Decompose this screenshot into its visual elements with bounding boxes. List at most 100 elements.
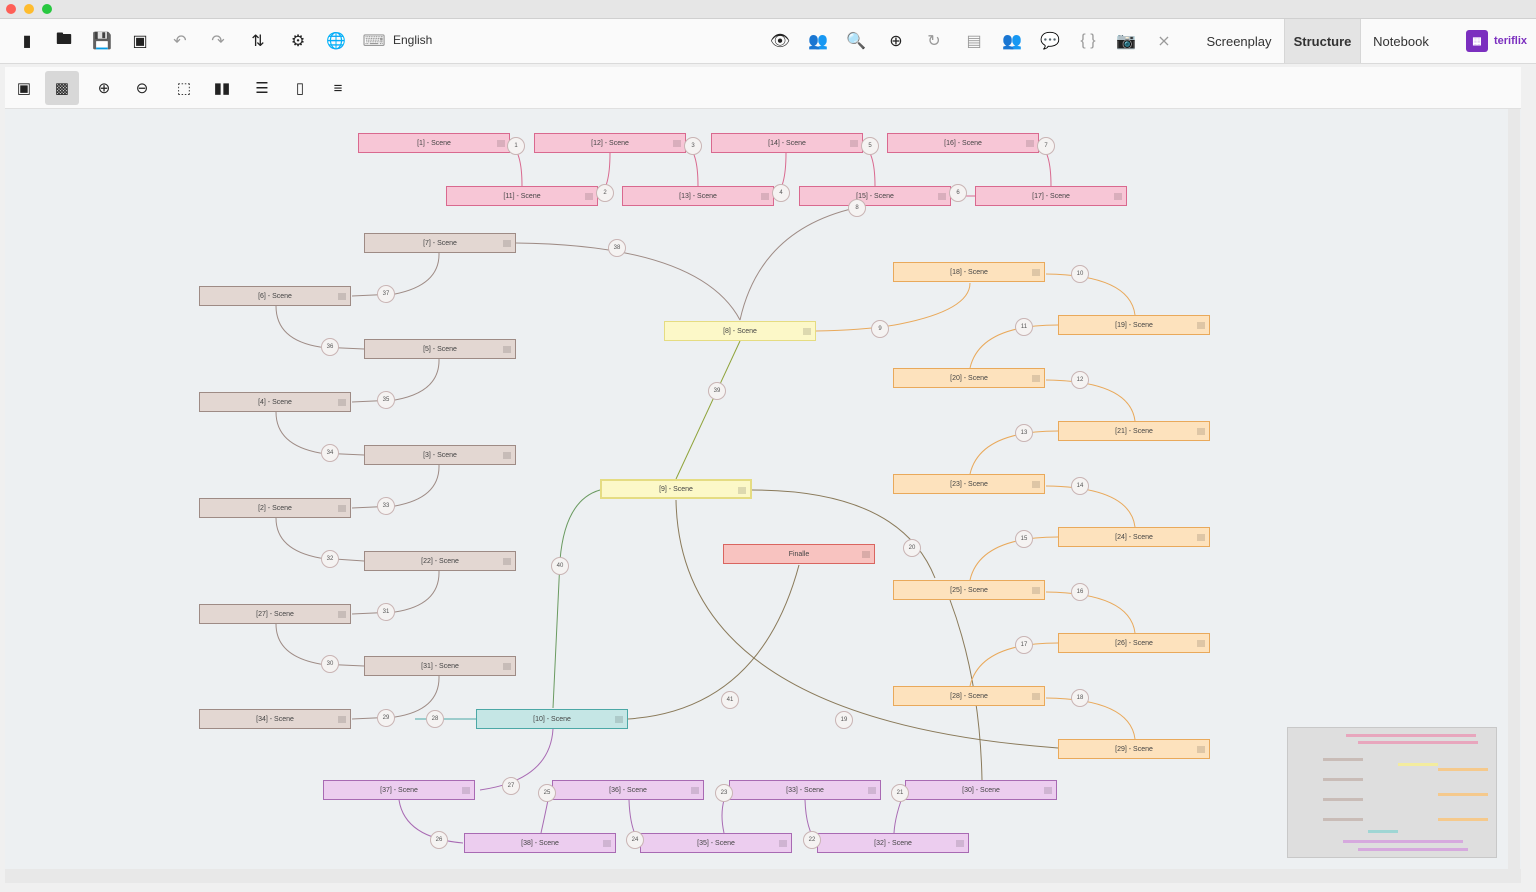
- scene-card[interactable]: [14] - Scene: [711, 133, 863, 153]
- scene-card[interactable]: Finalle: [723, 544, 875, 564]
- add-scene-icon[interactable]: ▣: [16, 80, 32, 97]
- drag-handle-icon[interactable]: [868, 787, 876, 794]
- scene-card[interactable]: [27] - Scene: [199, 604, 351, 624]
- drag-handle-icon[interactable]: [503, 346, 511, 353]
- drag-handle-icon[interactable]: [338, 716, 346, 723]
- drag-handle-icon[interactable]: [338, 399, 346, 406]
- scene-card[interactable]: [38] - Scene: [464, 833, 616, 853]
- link-number[interactable]: 30: [321, 655, 339, 673]
- globe-icon[interactable]: 🌐: [326, 33, 346, 50]
- add-circle-icon[interactable]: ⊕: [889, 33, 903, 50]
- drag-handle-icon[interactable]: [1197, 746, 1205, 753]
- people-icon[interactable]: 👥: [1002, 33, 1022, 50]
- link-number[interactable]: 11: [1015, 318, 1033, 336]
- scene-card[interactable]: [35] - Scene: [640, 833, 792, 853]
- scene-card[interactable]: [36] - Scene: [552, 780, 704, 800]
- drag-handle-icon[interactable]: [803, 328, 811, 335]
- drag-handle-icon[interactable]: [1032, 375, 1040, 382]
- scene-card[interactable]: [16] - Scene: [887, 133, 1039, 153]
- link-number[interactable]: 9: [871, 320, 889, 338]
- scene-card[interactable]: [37] - Scene: [323, 780, 475, 800]
- drag-handle-icon[interactable]: [779, 840, 787, 847]
- tab-notebook[interactable]: Notebook: [1373, 33, 1429, 49]
- scene-card[interactable]: [12] - Scene: [534, 133, 686, 153]
- scene-card[interactable]: [6] - Scene: [199, 286, 351, 306]
- drag-handle-icon[interactable]: [338, 505, 346, 512]
- scene-card[interactable]: [5] - Scene: [364, 339, 516, 359]
- link-number[interactable]: 28: [426, 710, 444, 728]
- link-number[interactable]: 24: [626, 831, 644, 849]
- scene-card[interactable]: [26] - Scene: [1058, 633, 1210, 653]
- scene-card[interactable]: [18] - Scene: [893, 262, 1045, 282]
- drag-handle-icon[interactable]: [497, 140, 505, 147]
- drag-handle-icon[interactable]: [503, 558, 511, 565]
- link-number[interactable]: 7: [1037, 137, 1055, 155]
- scene-card[interactable]: [25] - Scene: [893, 580, 1045, 600]
- link-number[interactable]: 20: [903, 539, 921, 557]
- search-icon[interactable]: 🔍: [846, 33, 866, 50]
- link-number[interactable]: 33: [377, 497, 395, 515]
- characters-icon[interactable]: 👥: [808, 33, 828, 50]
- link-number[interactable]: 37: [377, 285, 395, 303]
- scene-card[interactable]: [32] - Scene: [817, 833, 969, 853]
- link-number[interactable]: 32: [321, 550, 339, 568]
- drag-handle-icon[interactable]: [1026, 140, 1034, 147]
- drag-handle-icon[interactable]: [1044, 787, 1052, 794]
- vertical-scrollbar[interactable]: [1508, 109, 1520, 869]
- drag-handle-icon[interactable]: [691, 787, 699, 794]
- scene-card[interactable]: [29] - Scene: [1058, 739, 1210, 759]
- drag-handle-icon[interactable]: [1197, 534, 1205, 541]
- camera-icon[interactable]: 📷: [1116, 33, 1136, 50]
- link-number[interactable]: 10: [1071, 265, 1089, 283]
- link-number[interactable]: 40: [551, 557, 569, 575]
- zoom-in-icon[interactable]: ⊕: [97, 80, 111, 97]
- scene-card[interactable]: [4] - Scene: [199, 392, 351, 412]
- save-as-icon[interactable]: ▣: [132, 33, 148, 50]
- scene-card[interactable]: [30] - Scene: [905, 780, 1057, 800]
- shuffle-icon[interactable]: ⨯: [1157, 33, 1171, 50]
- link-number[interactable]: 39: [708, 382, 726, 400]
- select-all-icon[interactable]: ▩: [45, 71, 79, 105]
- scene-card[interactable]: [22] - Scene: [364, 551, 516, 571]
- drag-handle-icon[interactable]: [1197, 428, 1205, 435]
- clapperboard-icon[interactable]: ▤: [966, 33, 982, 50]
- link-number[interactable]: 18: [1071, 689, 1089, 707]
- scene-card[interactable]: [33] - Scene: [729, 780, 881, 800]
- drag-handle-icon[interactable]: [503, 663, 511, 670]
- link-number[interactable]: 31: [377, 603, 395, 621]
- drag-handle-icon[interactable]: [338, 293, 346, 300]
- drag-handle-icon[interactable]: [503, 240, 511, 247]
- scene-card-selected[interactable]: [9] - Scene: [600, 479, 752, 499]
- scene-card[interactable]: [11] - Scene: [446, 186, 598, 206]
- link-number[interactable]: 12: [1071, 371, 1089, 389]
- scene-card[interactable]: [21] - Scene: [1058, 421, 1210, 441]
- drag-handle-icon[interactable]: [1197, 322, 1205, 329]
- scene-card[interactable]: [1] - Scene: [358, 133, 510, 153]
- zoom-out-icon[interactable]: ⊖: [135, 80, 149, 97]
- tab-screenplay[interactable]: Screenplay: [1206, 33, 1272, 49]
- scene-card[interactable]: [7] - Scene: [364, 233, 516, 253]
- structure-canvas[interactable]: [5, 109, 1521, 869]
- drag-handle-icon[interactable]: [503, 452, 511, 459]
- rubber-band-select-icon[interactable]: ⬚: [176, 80, 192, 97]
- drag-handle-icon[interactable]: [338, 611, 346, 618]
- new-file-icon[interactable]: ▮: [22, 33, 32, 50]
- scene-card[interactable]: [24] - Scene: [1058, 527, 1210, 547]
- align-horizontal-icon[interactable]: ≡: [333, 79, 343, 97]
- link-number[interactable]: 22: [803, 831, 821, 849]
- drag-handle-icon[interactable]: [738, 487, 746, 494]
- scene-card[interactable]: [15] - Scene: [799, 186, 951, 206]
- close-window-button[interactable]: [6, 4, 16, 14]
- scene-card[interactable]: [3] - Scene: [364, 445, 516, 465]
- drag-handle-icon[interactable]: [585, 193, 593, 200]
- link-number[interactable]: 3: [684, 137, 702, 155]
- settings-icon[interactable]: ⚙: [290, 33, 306, 50]
- scene-card[interactable]: [19] - Scene: [1058, 315, 1210, 335]
- link-number[interactable]: 15: [1015, 530, 1033, 548]
- drag-handle-icon[interactable]: [1032, 481, 1040, 488]
- scene-card[interactable]: [20] - Scene: [893, 368, 1045, 388]
- columns-layout-icon[interactable]: ▮▮: [213, 80, 231, 97]
- drag-handle-icon[interactable]: [938, 193, 946, 200]
- sort-icon[interactable]: ⇅: [251, 33, 265, 50]
- scene-card[interactable]: [17] - Scene: [975, 186, 1127, 206]
